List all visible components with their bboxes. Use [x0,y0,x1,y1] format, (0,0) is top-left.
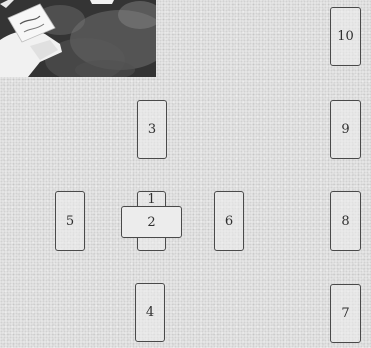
card-number-4: 4 [146,306,154,319]
card-position-10: 10 [330,7,361,66]
photo-image [0,0,156,77]
photo-hand-holding-card [0,0,156,77]
card-position-4: 4 [135,283,165,342]
card-position-3: 3 [137,100,167,159]
card-position-6: 6 [214,191,244,251]
card-number-5: 5 [66,215,74,228]
card-number-3: 3 [148,123,156,136]
card-number-1: 1 [147,193,155,206]
card-position-8: 8 [330,191,361,251]
card-number-10: 10 [337,30,354,43]
card-position-9: 9 [330,100,361,159]
card-number-7: 7 [341,307,349,320]
card-position-5: 5 [55,191,85,251]
card-number-2: 2 [147,216,155,229]
card-number-9: 9 [341,123,349,136]
card-number-6: 6 [225,215,233,228]
card-position-2: 2 [121,206,182,238]
card-position-7: 7 [330,284,361,343]
card-number-8: 8 [341,215,349,228]
